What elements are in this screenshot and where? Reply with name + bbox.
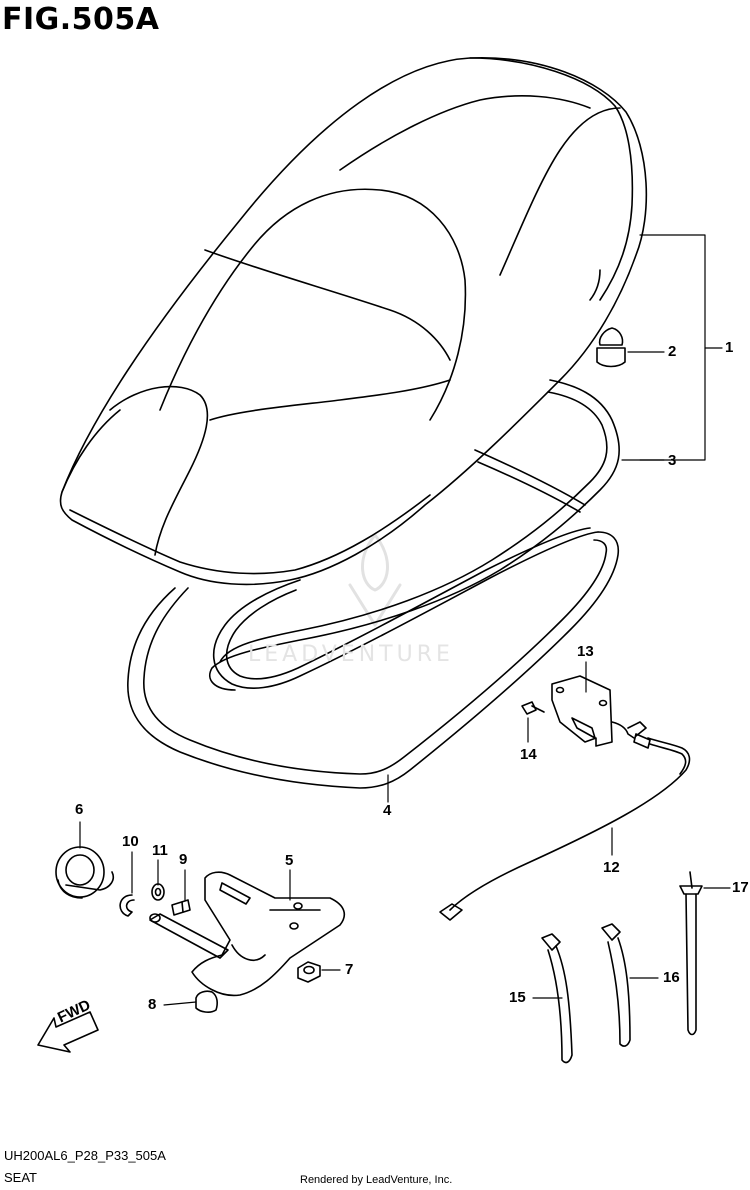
callout-17: 17 <box>732 879 749 896</box>
callout-7: 7 <box>345 961 354 978</box>
bumper-cushion <box>195 990 218 1013</box>
callout-2: 2 <box>668 343 677 360</box>
bolt <box>171 899 191 916</box>
e-ring <box>119 894 135 917</box>
seat-cushion <box>59 56 648 586</box>
callout-9: 9 <box>179 851 188 868</box>
seat-seal <box>209 379 620 691</box>
collar <box>151 883 165 901</box>
callout-5: 5 <box>285 852 294 869</box>
watermark-text: LEADVENTURE <box>248 642 454 667</box>
callout-3: 3 <box>668 452 677 469</box>
screw <box>521 701 545 715</box>
cable-tie-15 <box>541 933 573 1064</box>
figure-title: FIG.505A <box>2 2 160 37</box>
seat-hinge-bracket <box>149 871 346 997</box>
cushion-spring <box>55 846 115 899</box>
diagram-caption: SEAT <box>4 1170 37 1185</box>
watermark-logo <box>348 533 402 627</box>
harness-clip <box>679 871 703 1036</box>
callout-6: 6 <box>75 801 84 818</box>
seat-lock <box>551 675 647 747</box>
callout-11: 11 <box>152 842 168 859</box>
callout-4: 4 <box>383 802 392 819</box>
render-credit: Rendered by LeadVenture, Inc. <box>300 1174 453 1186</box>
leader-lines <box>79 234 731 1006</box>
callout-1: 1 <box>725 339 734 356</box>
seat-base-frame <box>127 527 620 789</box>
callout-15: 15 <box>509 989 526 1006</box>
callout-8: 8 <box>148 996 157 1013</box>
diagram-code: UH200AL6_P28_P33_505A <box>4 1148 166 1163</box>
callout-10: 10 <box>122 833 139 850</box>
seat-bumper <box>596 327 626 368</box>
callout-16: 16 <box>663 969 680 986</box>
callout-12: 12 <box>603 859 620 876</box>
fwd-arrow-icon <box>37 1011 99 1053</box>
callout-14: 14 <box>520 746 537 763</box>
seat-lock-cable <box>439 733 691 921</box>
cable-tie-16 <box>601 923 631 1047</box>
callout-13: 13 <box>577 643 594 660</box>
nut <box>297 961 321 983</box>
